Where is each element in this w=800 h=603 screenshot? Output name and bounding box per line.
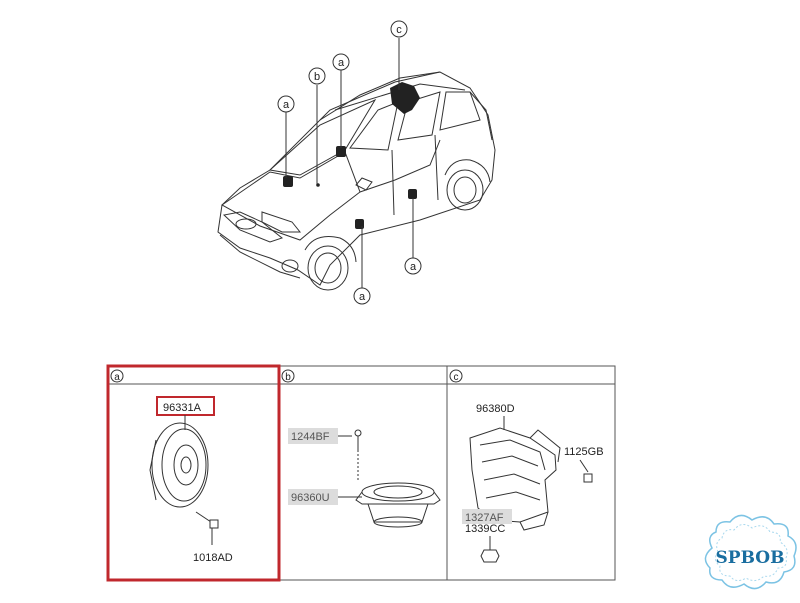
part-1244bf-bg [288,428,338,444]
subwoofer-location [390,82,420,114]
callout-a-left: a [277,95,295,113]
panel-b: b 1244BF 96360U [281,369,441,528]
screw-1018ad-drawing [195,511,219,545]
svg-text:b: b [314,71,320,83]
callout-a-rear-door: a [404,257,422,275]
part-96360u-label: 96360U [291,492,330,504]
panel-a-highlight [106,364,281,582]
callout-leaders [285,38,414,288]
svg-text:b: b [285,372,291,383]
panel-a: a 96331A 1018AD [106,364,281,582]
rear-door-speaker-location [408,189,417,199]
parts-table: a 96331A 1018AD b [106,364,616,582]
screw-1125gb-drawing [583,473,593,483]
part-1244bf-label: 1244BF [291,431,330,443]
part-96380d-label: 96380D [476,403,515,415]
door-speaker-drawing [149,415,209,508]
front-door-speaker-location [355,219,364,229]
panel-c-header: c [449,369,463,383]
panel-c: c 96380D 1125GB 1327AF 1339CC [449,369,604,563]
svg-text:c: c [396,24,402,36]
callout-b-top: b [308,67,326,85]
panel-a-header: a [110,369,124,383]
left-tweeter-location [283,176,293,187]
subwoofer-bracket-drawing [469,427,561,531]
svg-text:a: a [114,372,120,383]
svg-text:a: a [359,291,366,303]
center-speaker-drawing [355,482,441,528]
part-1018ad-label: 1018AD [193,552,233,564]
spbob-logo: SPBOB [704,514,797,590]
speaker-locations [283,82,420,229]
right-tweeter-location [336,146,346,157]
screw-1244bf-drawing [354,429,362,480]
svg-text:SPBOB: SPBOB [716,548,785,568]
center-speaker-location [316,183,320,187]
part-96331a-label: 96331A [163,402,202,414]
callout-a-roof: a [332,53,350,71]
vehicle-illustration [217,71,496,291]
svg-text:a: a [338,57,345,69]
part-1327af-bg [462,509,512,524]
nut-1339cc-drawing [480,549,500,563]
panel-b-header: b [281,369,295,383]
part-1327af-label: 1327AF [465,512,504,524]
part-96360u-bg [288,489,338,505]
callout-c-top: c [390,20,408,38]
svg-text:a: a [410,261,417,273]
part-1125gb-label: 1125GB [564,446,604,458]
svg-text:c: c [454,372,459,383]
callout-a-front-door: a [353,287,371,305]
svg-text:a: a [283,99,290,111]
part-1339cc-label: 1339CC [465,523,505,535]
